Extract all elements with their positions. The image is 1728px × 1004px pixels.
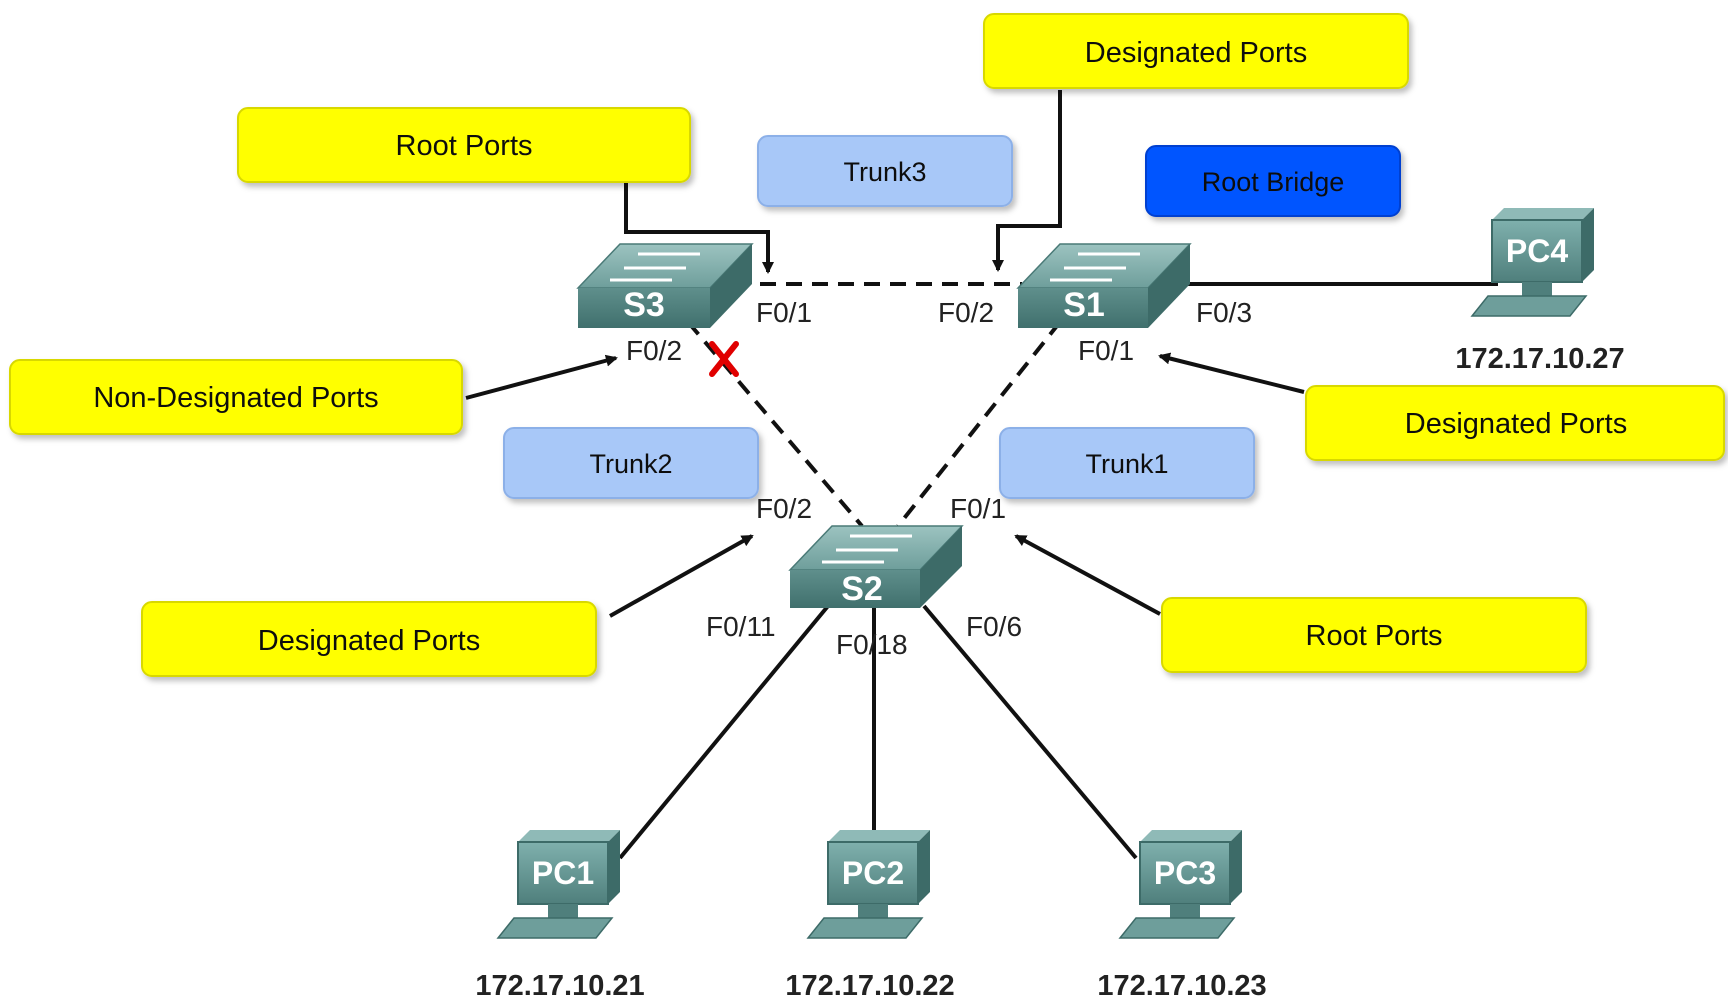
callout-arrows <box>465 90 1305 618</box>
root-bridge-label: Root Bridge <box>1202 167 1345 197</box>
blocked-port-x-icon <box>709 341 739 377</box>
callout-root-ports-left-label: Root Ports <box>396 130 533 162</box>
trunk1-link <box>896 320 1062 528</box>
switch-s2[interactable]: S2 <box>788 525 964 608</box>
callout-non-designated-label: Non-Designated Ports <box>93 382 378 414</box>
computer-icon <box>496 830 620 939</box>
callout-root-ports-left: Root Ports <box>237 107 691 183</box>
switch-arrows-icon <box>610 252 700 282</box>
port-label: F0/2 <box>938 297 994 328</box>
trunk1-box: Trunk1 <box>999 427 1255 499</box>
switch-s3-label: S3 <box>623 286 665 324</box>
computer-icon <box>1118 830 1242 939</box>
pc4[interactable]: PC4 <box>1470 208 1594 317</box>
switch-s1[interactable]: S1 <box>1016 243 1192 328</box>
arrow-designated-top <box>992 90 1062 272</box>
port-label: F0/2 <box>756 493 812 524</box>
callout-root-ports-right: Root Ports <box>1161 597 1587 673</box>
pc3-link <box>922 604 1138 860</box>
port-label: F0/1 <box>756 297 812 328</box>
port-labels: F0/1 F0/2 F0/2 F0/3 F0/1 F0/2 F0/1 F0/11… <box>626 297 1252 660</box>
arrow-non-designated <box>465 354 618 400</box>
arrow-designated-right <box>1158 352 1305 394</box>
trunk3-label: Trunk3 <box>843 157 926 187</box>
callout-designated-left-label: Designated Ports <box>258 625 480 657</box>
port-label: F0/18 <box>836 629 908 660</box>
callout-designated-top-label: Designated Ports <box>1085 37 1307 69</box>
pc4-label: PC4 <box>1506 233 1568 269</box>
arrow-designated-left <box>609 534 754 618</box>
pc1-ip: 172.17.10.21 <box>475 970 644 1002</box>
trunk2-link <box>686 320 864 528</box>
pc4-ip: 172.17.10.27 <box>1455 343 1624 375</box>
callout-designated-left: Designated Ports <box>141 601 597 677</box>
trunk1-label: Trunk1 <box>1085 449 1168 479</box>
port-label: F0/1 <box>950 493 1006 524</box>
links <box>618 282 1498 860</box>
callout-designated-top: Designated Ports <box>983 13 1409 89</box>
root-bridge-box: Root Bridge <box>1145 145 1401 217</box>
port-label: F0/3 <box>1196 297 1252 328</box>
pc1-link <box>618 604 830 860</box>
pc2-label: PC2 <box>842 855 904 891</box>
computer-icon <box>806 830 930 939</box>
pc3[interactable]: PC3 <box>1118 830 1242 939</box>
arrow-root-ports-right <box>1014 534 1161 616</box>
pc1[interactable]: PC1 <box>496 830 620 939</box>
pc3-ip: 172.17.10.23 <box>1097 970 1266 1002</box>
pc2-ip: 172.17.10.22 <box>785 970 954 1002</box>
switch-s2-label: S2 <box>841 570 883 608</box>
port-label: F0/2 <box>626 335 682 366</box>
trunk2-label: Trunk2 <box>589 449 672 479</box>
callout-designated-right: Designated Ports <box>1305 385 1725 461</box>
computer-icon <box>1470 208 1594 317</box>
trunk2-box: Trunk2 <box>503 427 759 499</box>
callout-designated-right-label: Designated Ports <box>1405 408 1627 440</box>
port-label: F0/11 <box>706 611 776 642</box>
pc1-label: PC1 <box>532 855 594 891</box>
trunk3-box: Trunk3 <box>757 135 1013 207</box>
switch-s1-label: S1 <box>1063 286 1105 324</box>
callout-root-ports-right-label: Root Ports <box>1306 620 1443 652</box>
pc2[interactable]: PC2 <box>806 830 930 939</box>
port-label: F0/1 <box>1078 335 1134 366</box>
pc3-label: PC3 <box>1154 855 1216 891</box>
switch-arrows-icon <box>822 534 912 564</box>
arrow-root-ports-left <box>624 180 774 274</box>
port-label: F0/6 <box>966 611 1022 642</box>
switch-s3[interactable]: S3 <box>576 243 754 328</box>
switch-arrows-icon <box>1050 252 1140 282</box>
callout-non-designated: Non-Designated Ports <box>9 359 463 435</box>
